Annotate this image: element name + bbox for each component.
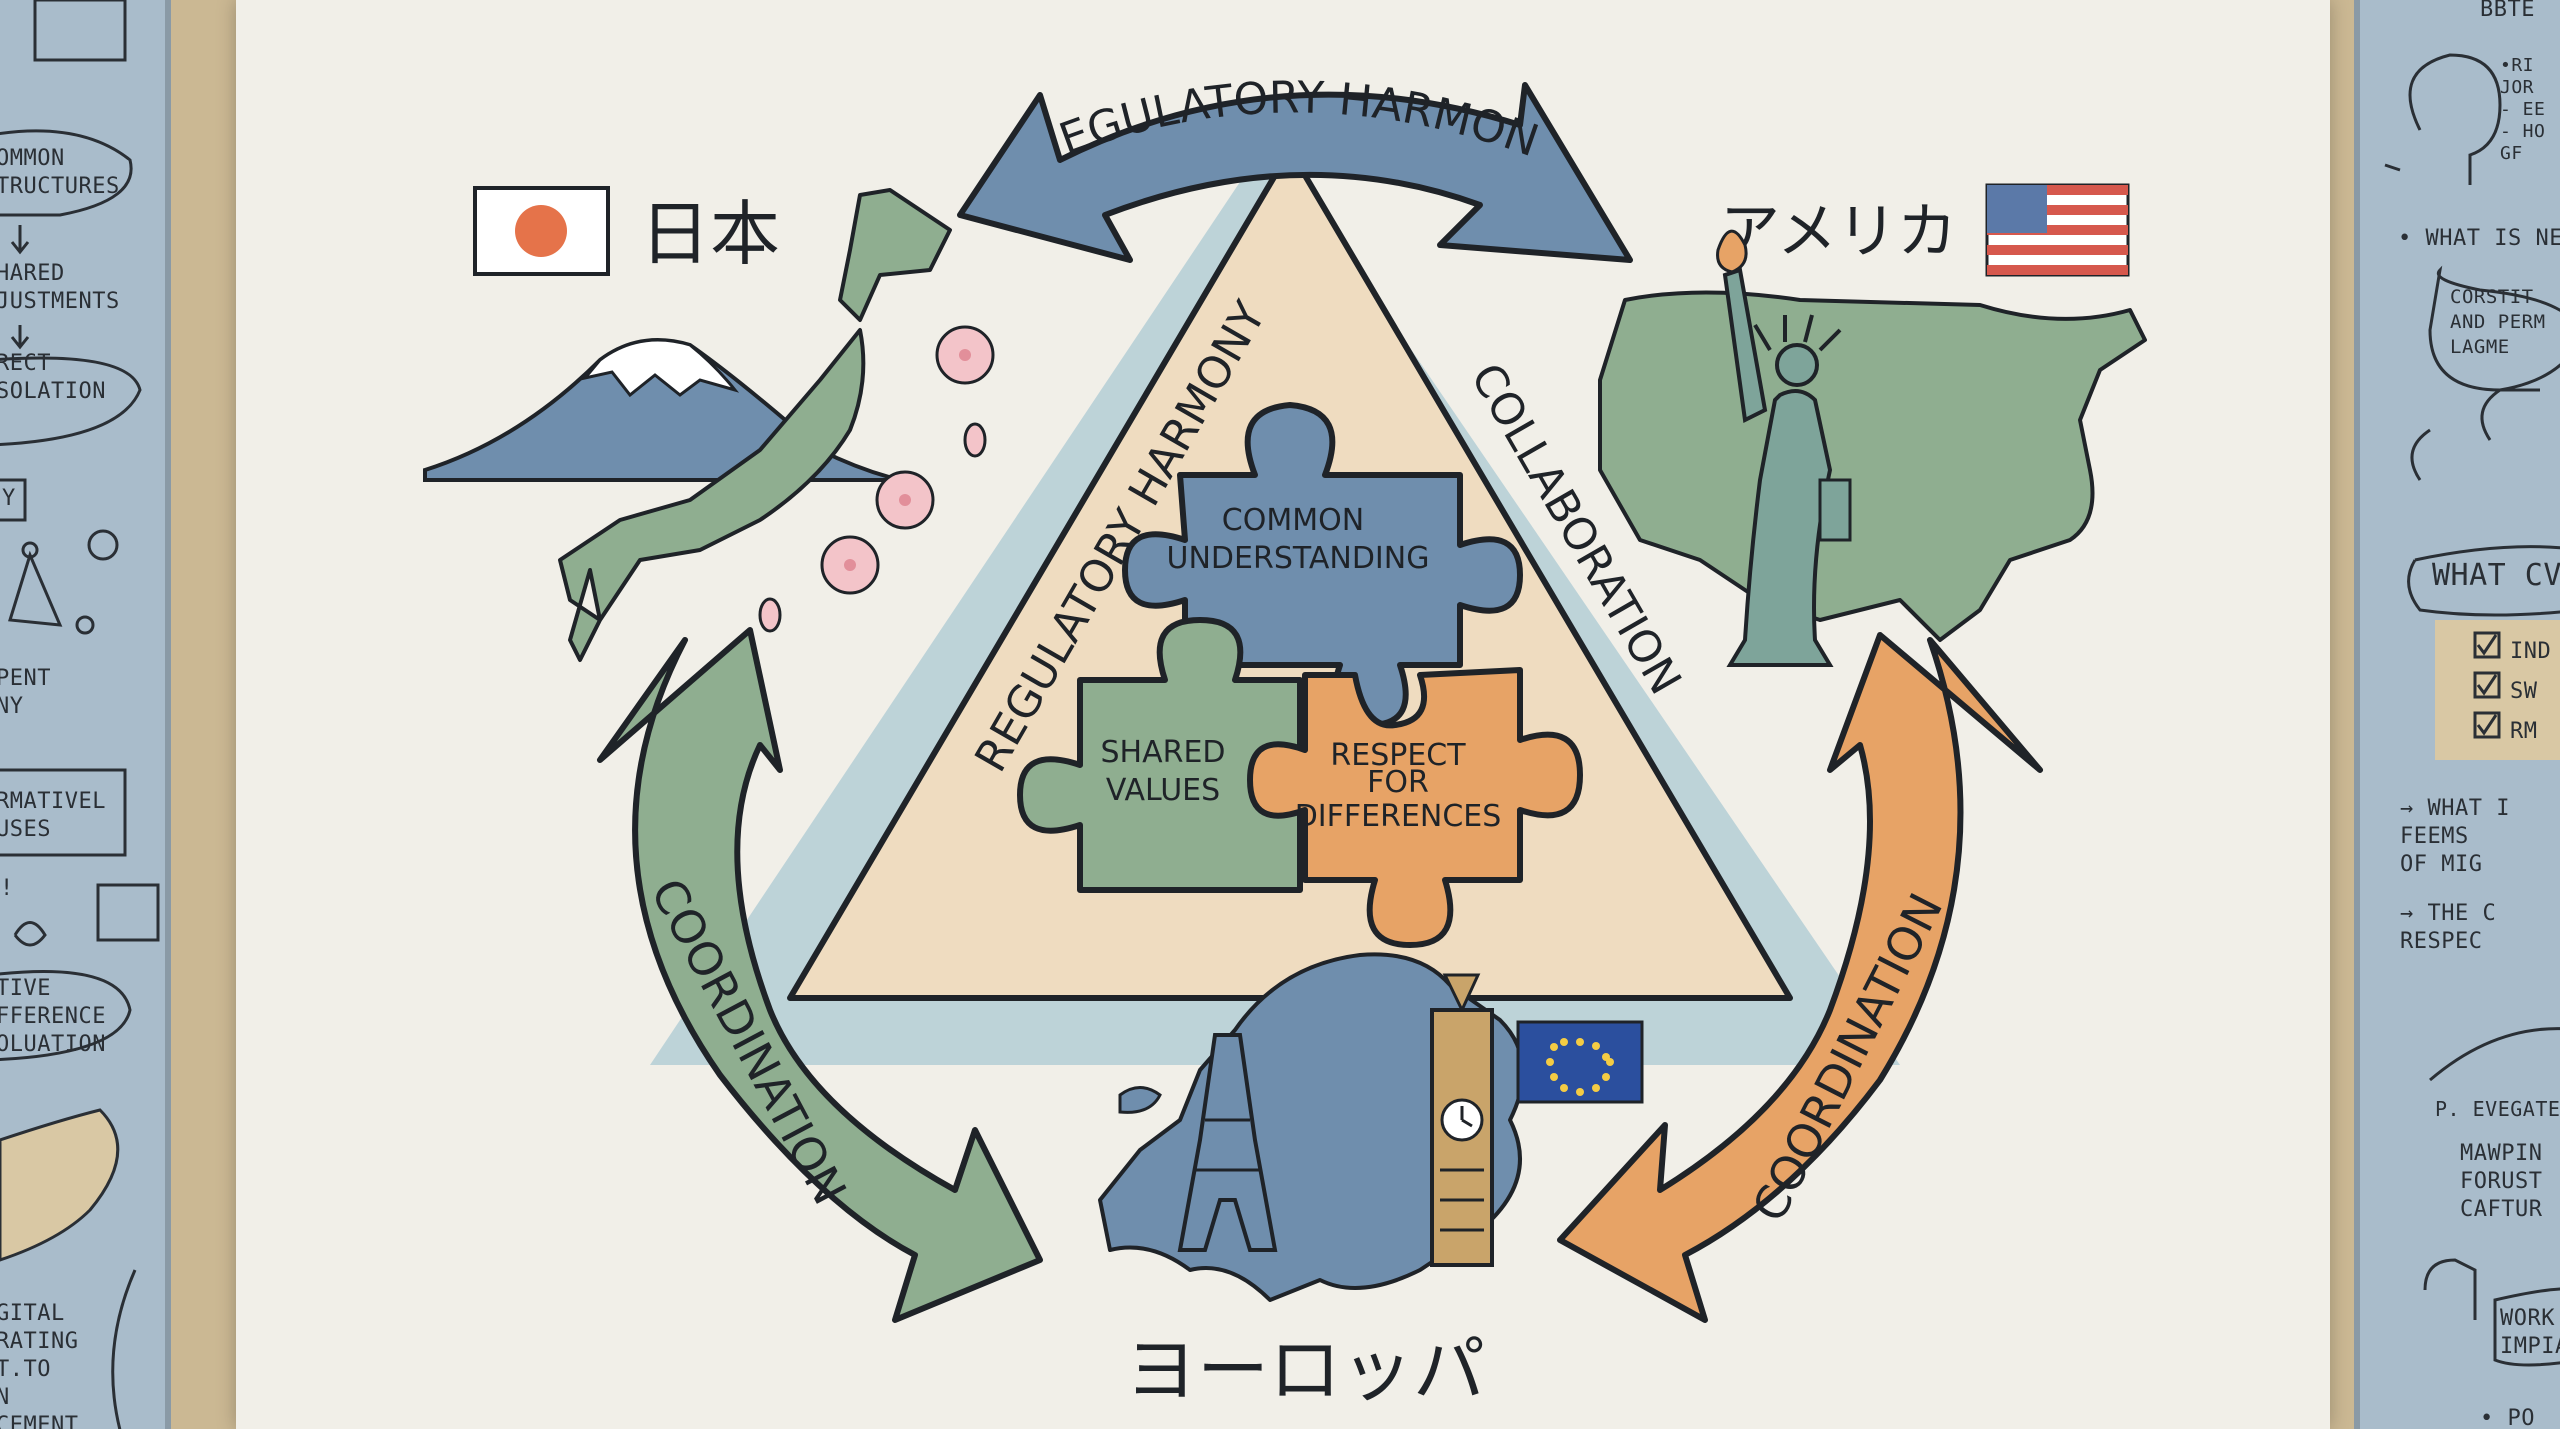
right-note: BBTE	[2480, 0, 2535, 22]
arrow-down-icon	[10, 225, 30, 255]
right-note: MAWPIN FORUST CAFTUR	[2460, 1141, 2543, 1222]
america-group: アメリカ	[1598, 183, 2147, 667]
europe-group: ヨーロッパ	[1098, 952, 1644, 1412]
left-notes-board: OMMON TRUCTURES HARED JUSTMENTS RECT SOL…	[0, 0, 171, 1429]
harmony-diagram: REGULATORY HARMONY COLLABORATION REGULAT…	[236, 0, 2147, 1412]
paper-sheet: REGULATORY HARMONY COLLABORATION REGULAT…	[236, 0, 2330, 1429]
left-board-doodles	[0, 0, 160, 1429]
head-profile-icon	[2408, 53, 2502, 185]
right-note: • PO	[2480, 1406, 2535, 1429]
right-notes-board: BBTE •RI JOR - EE - HO GF • WHAT IS NE C…	[2354, 0, 2560, 1429]
lightbulb-icon	[87, 529, 119, 561]
checkbox-icon	[2473, 671, 2501, 699]
arrow-down-icon	[10, 325, 30, 350]
statue-of-liberty-icon	[1726, 389, 1834, 667]
usa-flag-icon	[1985, 183, 2130, 277]
right-note: • WHAT IS NE	[2398, 226, 2560, 251]
triangle-icon	[8, 550, 63, 627]
checkbox-icon	[2473, 631, 2501, 659]
america-label: アメリカ	[1720, 197, 1957, 267]
puzzle-label: VALUES	[1106, 773, 1220, 808]
left-note: !	[0, 876, 14, 901]
puzzle-label: RESPECT	[1330, 738, 1466, 773]
speech-bubble-icon	[0, 356, 142, 446]
left-note: RMATIVEL USES	[0, 789, 106, 842]
japan-map-icon	[558, 188, 952, 662]
speech-bubble-icon	[2493, 1287, 2560, 1367]
hand-icon	[13, 921, 47, 947]
right-note: → THE C RESPEC	[2400, 901, 2497, 954]
map-icon	[0, 1108, 120, 1262]
left-note: TIVE FFERENCE OLUATION	[0, 976, 106, 1057]
left-note: PENT NY	[0, 666, 51, 719]
japan-group: 日本	[423, 186, 995, 662]
puzzle-label: COMMON	[1222, 503, 1364, 538]
puzzle-label: SHARED	[1100, 735, 1225, 770]
right-note: P. EVEGATE	[2435, 1097, 2560, 1121]
puzzle-piece-respect-for-differences	[1247, 667, 1583, 948]
speech-bubble-icon	[0, 129, 133, 217]
usa-map-icon	[1598, 290, 2147, 642]
right-board-doodles	[2384, 53, 2560, 1367]
left-note: RECT SOLATION	[0, 351, 106, 404]
left-note: Y	[2, 486, 16, 511]
eiffel-tower-icon	[1177, 1033, 1278, 1252]
arrow-up-icon	[111, 1269, 137, 1429]
eu-flag-icon	[1516, 1020, 1644, 1104]
clipboard-icon	[33, 0, 127, 62]
right-note: •RI JOR - EE - HO GF	[2500, 55, 2546, 164]
box-icon	[0, 768, 127, 857]
left-note: GITAL RATING T.TO N CEMENT	[0, 1301, 79, 1429]
right-note: IND SW RM	[2510, 639, 2552, 744]
document-icon	[96, 883, 160, 942]
left-note: OMMON TRUCTURES	[0, 146, 120, 199]
right-note: WHAT CV	[2432, 558, 2560, 593]
right-note: WORK IMPIA	[2500, 1306, 2560, 1359]
europe-label: ヨーロッパ	[1125, 1328, 1485, 1412]
speech-bubble-icon	[0, 970, 132, 1061]
right-note: → WHAT I FEEMS OF MIG	[2400, 796, 2510, 877]
left-note: HARED JUSTMENTS	[0, 261, 120, 314]
left-arrow	[597, 627, 1043, 1323]
checkbox-icon	[2473, 711, 2501, 739]
puzzle-label: FOR	[1367, 765, 1429, 800]
japan-label: 日本	[640, 193, 780, 275]
right-arrow	[1557, 632, 2043, 1323]
puzzle-label: DIFFERENCES	[1295, 799, 1502, 834]
speech-bubble-icon	[2407, 545, 2560, 617]
puzzle-label: UNDERSTANDING	[1167, 541, 1430, 576]
big-ben-icon	[1442, 973, 1481, 1014]
person-icon	[2423, 1258, 2477, 1320]
top-arrow	[957, 82, 1633, 263]
box-icon	[0, 478, 27, 522]
speech-bubble-icon	[2428, 265, 2560, 392]
right-note: CORSTIT AND PERM LAGME	[2450, 286, 2546, 358]
